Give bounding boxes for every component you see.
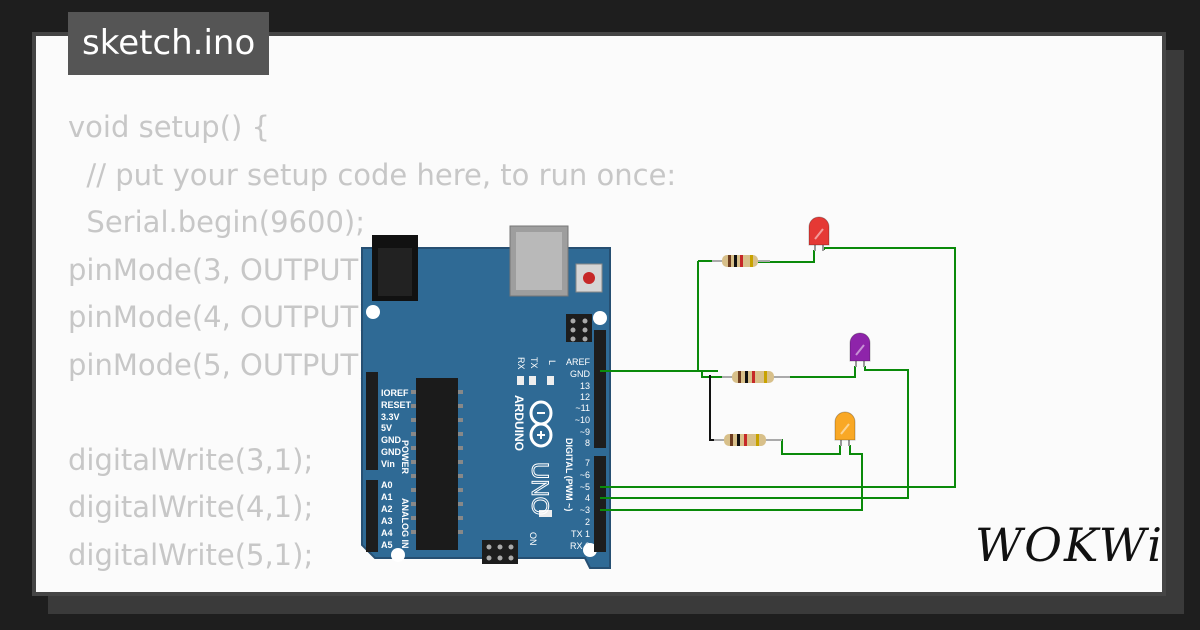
pin-label: RX 0 bbox=[570, 541, 590, 551]
code-line: pinMode(3, OUTPUT); bbox=[68, 252, 380, 287]
mounting-hole bbox=[593, 311, 607, 325]
pin-label: A5 bbox=[381, 540, 393, 550]
pin-label: 2 bbox=[585, 517, 590, 527]
pin-label: 7 bbox=[585, 458, 590, 468]
power-header bbox=[366, 372, 378, 470]
microcontroller-chip bbox=[416, 378, 458, 550]
pin-label: 8 bbox=[585, 438, 590, 448]
model-text: UNO bbox=[526, 462, 553, 515]
pin-label: RESET bbox=[381, 400, 412, 410]
purple-led-wire[interactable] bbox=[788, 366, 856, 378]
red-led[interactable] bbox=[808, 216, 830, 251]
analog-header bbox=[366, 480, 378, 552]
mounting-hole bbox=[366, 305, 380, 319]
wokwi-logo: WOKWi bbox=[975, 518, 1164, 572]
code-line: Serial.begin(9600); bbox=[68, 205, 366, 239]
resistor[interactable] bbox=[722, 371, 790, 383]
pin-label: 5V bbox=[381, 423, 392, 433]
pin-label: ~9 bbox=[580, 427, 590, 437]
pin-label: ~10 bbox=[575, 415, 590, 425]
code-line: digitalWrite(5,1); bbox=[68, 537, 314, 572]
code-line: pinMode(5, OUTPUT); bbox=[68, 347, 380, 382]
resistor[interactable] bbox=[712, 255, 770, 267]
pin-label: ~11 bbox=[575, 403, 590, 413]
arduino-logo: ARDUINO UNO bbox=[512, 395, 554, 516]
mounting-hole bbox=[391, 548, 405, 562]
code-line: pinMode(4, OUTPUT); bbox=[68, 300, 380, 334]
tx-led bbox=[529, 376, 536, 385]
yellow-led[interactable] bbox=[834, 411, 856, 446]
pin-label: A2 bbox=[381, 504, 393, 514]
tx-label: TX bbox=[529, 357, 539, 369]
pin4-wire[interactable] bbox=[600, 366, 909, 499]
pin-label: GND bbox=[570, 369, 591, 379]
pin5-wire[interactable] bbox=[600, 247, 956, 488]
pin-label: IOREF bbox=[381, 388, 409, 398]
pin-label: GND bbox=[381, 447, 402, 457]
rx-label: RX bbox=[516, 357, 526, 370]
pin-label: 13 bbox=[580, 381, 590, 391]
l-led bbox=[547, 376, 554, 385]
pin-label: 3.3V bbox=[381, 412, 400, 422]
code-editor[interactable]: void setup() { // put your setup code he… bbox=[68, 104, 676, 579]
pin-label: TX 1 bbox=[571, 529, 590, 539]
analog-label: ANALOG IN bbox=[400, 498, 410, 549]
l-label: L bbox=[547, 360, 557, 365]
on-led bbox=[539, 510, 552, 517]
digital-label: DIGITAL (PWM ~) bbox=[564, 438, 574, 511]
power-label: POWER bbox=[400, 440, 410, 475]
wires bbox=[600, 247, 956, 511]
code-line: void setup() { bbox=[68, 110, 270, 144]
pin-label: GND bbox=[381, 435, 402, 445]
file-tab[interactable]: sketch.ino bbox=[68, 12, 270, 75]
pin-label: ~3 bbox=[580, 505, 590, 515]
purple-led[interactable] bbox=[849, 332, 871, 367]
brand-text: ARDUINO bbox=[512, 395, 526, 451]
pin-label: AREF bbox=[566, 357, 591, 367]
red-led-wire[interactable] bbox=[758, 250, 815, 263]
gnd-wire-black[interactable] bbox=[709, 375, 722, 441]
rx-led bbox=[517, 376, 524, 385]
code-line: // put your setup code here, to run once… bbox=[68, 157, 677, 192]
pin-label: A1 bbox=[381, 492, 393, 502]
on-label: ON bbox=[528, 532, 538, 546]
mounting-hole bbox=[583, 543, 597, 557]
gnd-wire[interactable] bbox=[701, 371, 730, 378]
code-line: digitalWrite(3,1); bbox=[68, 442, 314, 477]
pin-label: 4 bbox=[585, 493, 590, 503]
pin3-wire[interactable] bbox=[600, 445, 863, 511]
icsp-header-bottom bbox=[482, 540, 518, 564]
pin-label: A3 bbox=[381, 516, 393, 526]
resistor[interactable] bbox=[714, 434, 782, 446]
pin-label: 12 bbox=[580, 392, 590, 402]
pin-label: Vin bbox=[381, 459, 395, 469]
digital-header-top bbox=[594, 330, 606, 448]
pin-label: ~5 bbox=[580, 482, 590, 492]
digital-header-bottom bbox=[594, 456, 606, 552]
yellow-led-wire[interactable] bbox=[770, 439, 841, 455]
pin-label: A4 bbox=[381, 528, 393, 538]
arduino-board[interactable]: IOREF RESET 3.3V 5V GND GND Vin A0 A1 A2… bbox=[361, 225, 611, 569]
code-line: digitalWrite(4,1); bbox=[68, 490, 314, 524]
pin-label: A0 bbox=[381, 480, 393, 490]
icsp-header-top bbox=[566, 314, 592, 342]
pin-label: ~6 bbox=[580, 470, 590, 480]
